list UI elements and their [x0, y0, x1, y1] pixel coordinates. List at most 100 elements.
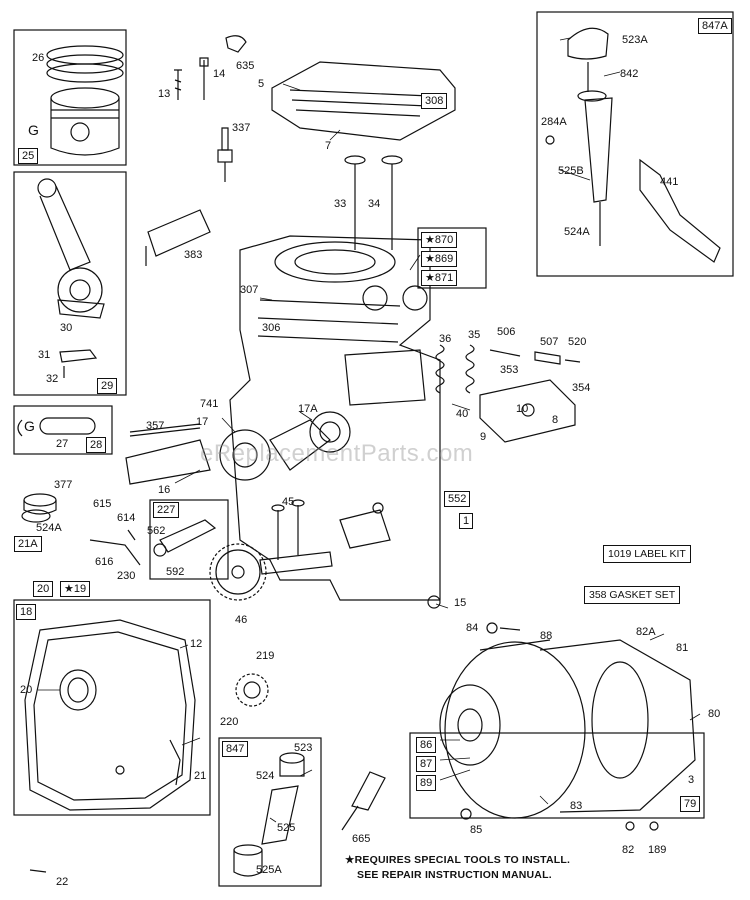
- part-label-36: 36: [439, 333, 452, 345]
- part-label-592: 592: [166, 566, 185, 578]
- part-label-524: 524: [256, 770, 275, 782]
- part-label-377: 377: [54, 479, 73, 491]
- special-tools-note: ★REQUIRES SPECIAL TOOLS TO INSTALL.: [345, 854, 571, 866]
- group-number-871: ★871: [421, 270, 458, 286]
- part-label-525: 525: [277, 822, 296, 834]
- part-label-30: 30: [60, 322, 73, 334]
- part-label-524a-left: 524A: [36, 522, 62, 534]
- spark-plug-drawing: [217, 127, 233, 182]
- governor-group-frame: [149, 499, 229, 580]
- part-label-84: 84: [466, 622, 479, 634]
- part-label-40: 40: [456, 408, 469, 420]
- part-label-306: 306: [262, 322, 281, 334]
- crankcase-cover-group-frame: [13, 599, 211, 816]
- gasket-set-box: 358 GASKET SET: [584, 586, 681, 604]
- part-label-15: 15: [454, 597, 467, 609]
- part-label-523: 523: [294, 742, 313, 754]
- group-number-20: 20: [33, 581, 54, 597]
- part-label-507: 507: [540, 336, 559, 348]
- part-label-337: 337: [232, 122, 251, 134]
- piston-drawing: [50, 87, 120, 156]
- part-label-81: 81: [676, 642, 689, 654]
- part-label-307: 307: [240, 284, 259, 296]
- group-number-25: 25: [18, 148, 39, 164]
- part-label-33: 33: [334, 198, 347, 210]
- group-number-869: ★869: [421, 251, 458, 267]
- part-label-17a: 17A: [298, 403, 318, 415]
- part-label-220: 220: [220, 716, 239, 728]
- connecting-rod-group-frame: [13, 171, 127, 396]
- piston-rings-drawing: [46, 45, 124, 83]
- group-number-227: 227: [153, 502, 180, 518]
- part-label-615: 615: [93, 498, 112, 510]
- part-label-5: 5: [258, 78, 265, 90]
- part-label-34: 34: [368, 198, 381, 210]
- part-label-524a-right: 524A: [564, 226, 590, 238]
- flywheel-group-frame: [409, 732, 705, 819]
- group-number-308: 308: [421, 93, 448, 109]
- part-label-219: 219: [256, 650, 275, 662]
- part-label-562: 562: [147, 525, 166, 537]
- part-label-26: 26: [32, 52, 45, 64]
- oil-drain-plug-drawing: [21, 493, 57, 523]
- group-number-847a: 847A: [698, 18, 732, 34]
- part-label-3: 3: [688, 774, 695, 786]
- group-number-552: 552: [444, 491, 471, 507]
- part-label-284a: 284A: [541, 116, 567, 128]
- wrist-pin-drawing: [17, 417, 96, 437]
- breather-tube-drawing: [145, 209, 211, 266]
- part-label-22: 22: [56, 876, 69, 888]
- part-label-741: 741: [200, 398, 219, 410]
- part-label-9: 9: [480, 431, 487, 443]
- oil-fill-tube-drawing: [233, 752, 305, 877]
- governor-lever-drawing: [89, 519, 217, 566]
- group-number-21a: 21A: [14, 536, 42, 552]
- head-bolts-drawing: [174, 35, 247, 100]
- part-label-189: 189: [648, 844, 667, 856]
- part-label-14: 14: [213, 68, 226, 80]
- part-label-13: 13: [158, 88, 171, 100]
- crankcase-cover-drawing: [24, 619, 196, 811]
- part-label-16: 16: [158, 484, 171, 496]
- repair-manual-note: SEE REPAIR INSTRUCTION MANUAL.: [357, 869, 552, 881]
- group-number-1: 1: [459, 513, 474, 529]
- part-label-520: 520: [568, 336, 587, 348]
- part-label-441: 441: [660, 176, 679, 188]
- label-kit-box: 1019 LABEL KIT: [603, 545, 691, 563]
- part-label-353: 353: [500, 364, 519, 376]
- group-number-18: 18: [16, 604, 37, 620]
- part-label-32: 32: [46, 373, 59, 385]
- watermark: eReplacementParts.com: [200, 440, 474, 467]
- breather-cover-drawing: [479, 349, 581, 443]
- part-label-230: 230: [117, 570, 136, 582]
- part-label-31: 31: [38, 349, 51, 361]
- group-number-89: 89: [416, 775, 437, 791]
- part-label-80: 80: [708, 708, 721, 720]
- part-label-614: 614: [117, 512, 136, 524]
- part-label-635: 635: [236, 60, 255, 72]
- part-label-383: 383: [184, 249, 203, 261]
- group-number-28: 28: [86, 437, 107, 453]
- part-label-45: 45: [282, 496, 295, 508]
- part-label-10: 10: [516, 403, 529, 415]
- part-label-85: 85: [470, 824, 483, 836]
- group-number-847: 847: [222, 741, 249, 757]
- valves-drawing: [344, 155, 403, 250]
- part-label-g: G: [28, 122, 39, 138]
- part-label-46: 46: [235, 614, 248, 626]
- small-fasteners-drawing: [29, 502, 659, 873]
- part-label-17: 17: [196, 416, 209, 428]
- group-number-870: ★870: [421, 232, 458, 248]
- part-label-21: 21: [194, 770, 207, 782]
- part-label-523a: 523A: [622, 34, 648, 46]
- part-label-506: 506: [497, 326, 516, 338]
- part-label-357: 357: [146, 420, 165, 432]
- part-label-354: 354: [572, 382, 591, 394]
- camshaft-gear-drawing: [209, 543, 333, 601]
- dipstick-drawing: [545, 27, 721, 263]
- part-label-35: 35: [468, 329, 481, 341]
- part-label-842: 842: [620, 68, 639, 80]
- group-number-87: 87: [416, 756, 437, 772]
- part-label-82: 82: [622, 844, 635, 856]
- part-label-616: 616: [95, 556, 114, 568]
